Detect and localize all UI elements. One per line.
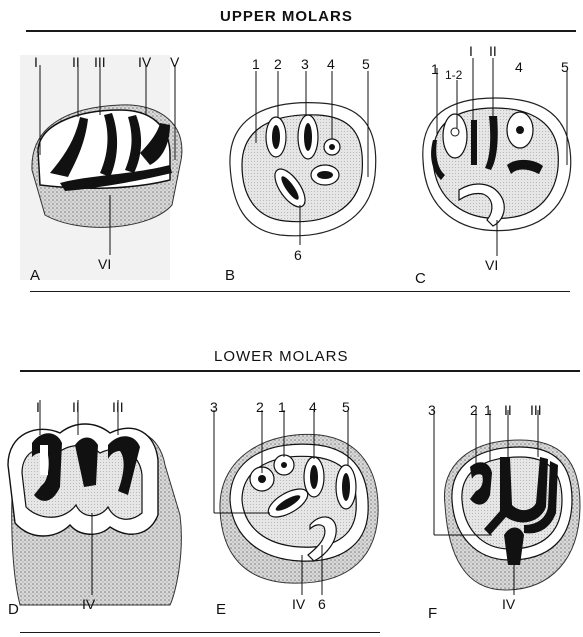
panel-d-lower-molar: I II III IV D [0, 395, 200, 625]
panel-c-upper-molar: 1 1-2 I II 4 5 VI C [415, 40, 583, 285]
panel-f-label-ii: II [504, 403, 512, 417]
panel-e-letter: E [216, 601, 226, 618]
panel-d-drawing [0, 395, 200, 625]
panel-c-drawing [415, 40, 583, 285]
panel-f-label-3: 3 [428, 403, 436, 417]
panel-a-label-iv: IV [138, 55, 151, 69]
panel-d-letter: D [8, 601, 19, 618]
panel-b-label-4: 4 [327, 57, 335, 71]
panel-f-label-iii: III [530, 403, 542, 417]
panel-d-label-iii: III [112, 400, 124, 414]
panel-a-label-ii: II [72, 55, 80, 69]
panel-f-label-1: 1 [484, 403, 492, 417]
panel-e-label-3: 3 [210, 400, 218, 414]
panel-c-label-ii: II [489, 44, 497, 58]
panel-a-label-v: V [170, 55, 179, 69]
panel-c-label-i: I [469, 44, 473, 58]
panel-e-label-2: 2 [256, 400, 264, 414]
panel-a-letter: A [30, 267, 40, 284]
panel-c-label-1: 1 [431, 62, 439, 76]
panel-b-label-5: 5 [362, 57, 370, 71]
panel-f-label-iv: IV [502, 597, 515, 611]
panel-e-label-5: 5 [342, 400, 350, 414]
upper-title-rule [26, 30, 576, 32]
lower-bottom-rule [20, 632, 380, 633]
panel-f-lower-molar: 3 2 1 II III IV F [420, 395, 583, 625]
panel-e-drawing [210, 395, 390, 625]
panel-b-label-2: 2 [274, 57, 282, 71]
panel-d-label-ii: II [72, 400, 80, 414]
panel-c-label-1-2: 1-2 [445, 68, 462, 82]
panel-d-label-i: I [36, 400, 40, 414]
panel-f-letter: F [428, 605, 437, 622]
upper-bottom-rule [30, 291, 570, 292]
panel-d-label-iv: IV [82, 597, 95, 611]
panel-a-label-iii: III [94, 55, 106, 69]
panel-a-upper-molar: I II III IV V VI A [20, 55, 190, 285]
panel-e-label-1: 1 [278, 400, 286, 414]
panel-c-label-vi: VI [485, 258, 498, 272]
panel-b-upper-molar: 1 2 3 4 5 6 B [220, 55, 390, 285]
panel-c-label-5: 5 [561, 60, 569, 74]
panel-b-drawing [220, 55, 390, 285]
panel-f-drawing [420, 395, 583, 625]
panel-a-label-vi: VI [98, 257, 111, 271]
panel-b-label-6: 6 [294, 248, 302, 262]
panel-b-letter: B [225, 267, 235, 284]
panel-e-label-4: 4 [309, 400, 317, 414]
panel-a-drawing [20, 55, 190, 285]
panel-c-label-4: 4 [515, 60, 523, 74]
panel-e-label-6: 6 [318, 597, 326, 611]
lower-molars-title: LOWER MOLARS [214, 348, 349, 365]
panel-a-label-i: I [34, 55, 38, 69]
panel-e-lower-molar: 3 2 1 4 5 IV 6 E [210, 395, 390, 625]
panel-f-label-2: 2 [470, 403, 478, 417]
upper-molars-title: UPPER MOLARS [220, 8, 353, 25]
panel-e-label-iv: IV [292, 597, 305, 611]
panel-b-label-3: 3 [301, 57, 309, 71]
panel-b-label-1: 1 [252, 57, 260, 71]
panel-c-letter: C [415, 270, 426, 287]
lower-title-rule [20, 370, 580, 372]
